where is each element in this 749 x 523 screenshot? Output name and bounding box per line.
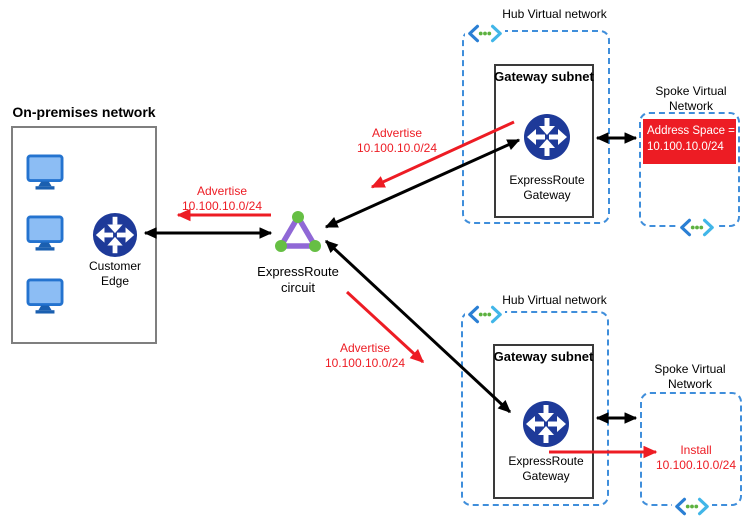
- hub-top-subnet-title: Gateway subnet: [494, 69, 594, 84]
- expressroute-circuit-label: ExpressRoute circuit: [257, 264, 339, 296]
- customer-edge-label: Customer Edge: [88, 259, 141, 288]
- expressroute-circuit-icon: [275, 210, 321, 254]
- advertise-bottom-annotation: Advertise 10.100.10.0/24: [324, 341, 406, 370]
- hub-top-gateway-label: ExpressRoute Gateway: [509, 173, 585, 202]
- advertise-left-annotation: Advertise 10.100.10.0/24: [181, 184, 263, 213]
- address-space-line1: Address Space =: [647, 125, 735, 137]
- arrow-circuit-hubbottom: [324, 239, 512, 414]
- hub-bottom-subnet-title: Gateway subnet: [493, 349, 594, 364]
- red-arrow-advertise-bottom: [345, 290, 425, 364]
- customer-edge-router-icon: [92, 212, 138, 258]
- hub-bottom-title: Hub Virtual network: [502, 293, 607, 307]
- install-annotation: Install 10.100.10.0/24: [655, 443, 737, 472]
- monitor-icon: [26, 154, 64, 190]
- expressroute-gateway-icon: [523, 113, 571, 161]
- virtual-network-icon: [677, 218, 717, 237]
- monitor-icon: [26, 215, 64, 251]
- virtual-network-icon: [672, 497, 712, 516]
- monitor-icon: [26, 278, 64, 314]
- arrow-circuit-hubtop: [324, 138, 521, 229]
- spoke-top-title: Spoke Virtual Network: [655, 84, 727, 113]
- virtual-network-icon: [465, 24, 505, 43]
- red-arrow-advertise-top: [370, 120, 515, 189]
- expressroute-gateway-icon: [522, 400, 570, 448]
- hub-bottom-gateway-label: ExpressRoute Gateway: [508, 454, 584, 483]
- address-space-line2: 10.100.10.0/24: [647, 141, 724, 154]
- spoke-bottom-title: Spoke Virtual Network: [654, 362, 726, 391]
- hub-top-title: Hub Virtual network: [502, 7, 607, 21]
- advertise-top-annotation: Advertise 10.100.10.0/24: [356, 126, 438, 155]
- on-premises-title: On-premises network: [12, 104, 156, 120]
- virtual-network-icon: [465, 305, 505, 324]
- address-space-box: Address Space = 10.100.10.0/24: [643, 119, 736, 164]
